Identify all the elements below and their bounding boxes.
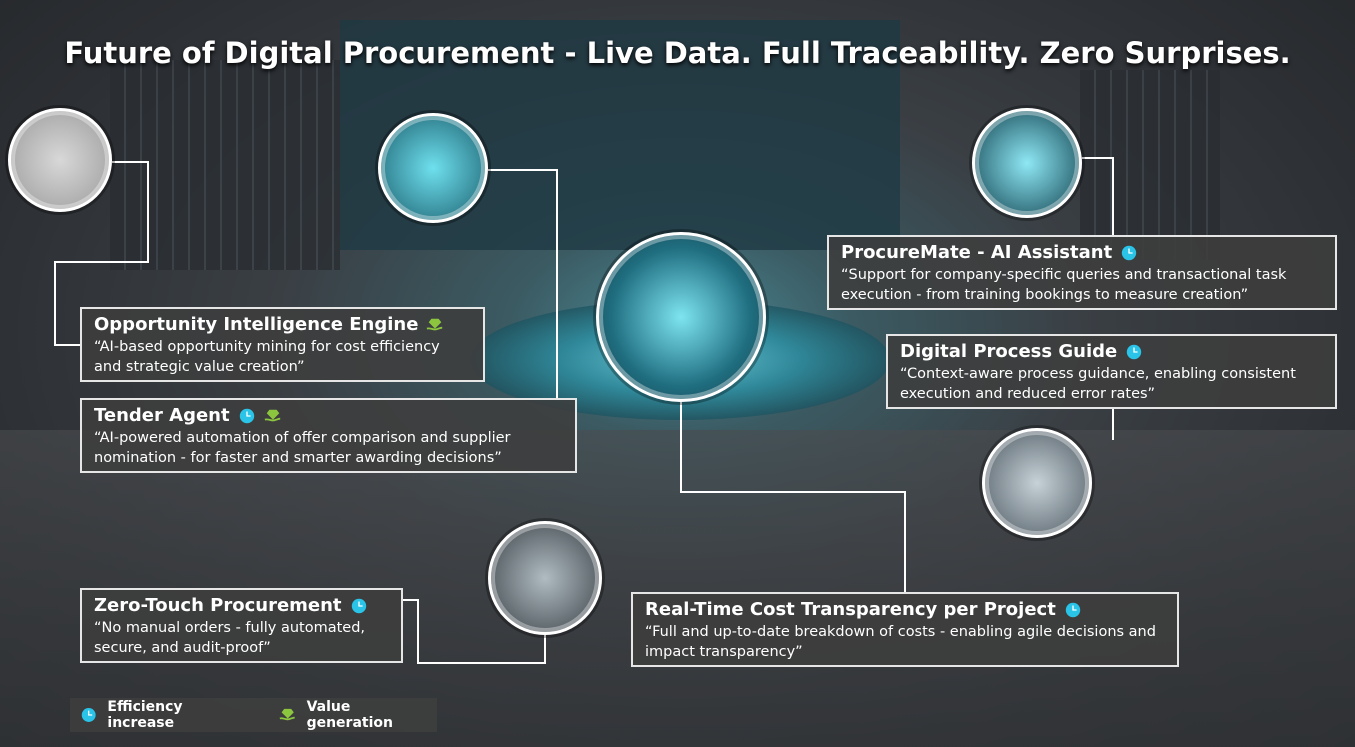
- connector-line: [402, 599, 546, 664]
- page-title: Future of Digital Procurement - Live Dat…: [64, 36, 1291, 70]
- card-procuremate: ProcureMate - AI Assistant “Support for …: [827, 235, 1337, 310]
- card-description: “No manual orders - fully automated, sec…: [94, 620, 366, 656]
- legend-value-label: Value generation: [306, 699, 393, 731]
- efficiency-icon: [239, 408, 254, 424]
- efficiency-icon: [1121, 245, 1137, 261]
- connector-line: [488, 169, 558, 398]
- card-digital-process-guide: Digital Process Guide “Context-aware pro…: [886, 334, 1337, 409]
- legend-efficiency-label: Efficiency increase: [107, 699, 183, 731]
- connector-line: [54, 161, 149, 346]
- card-title: ProcureMate - AI Assistant: [841, 242, 1113, 263]
- card-real-time-cost-transparency: Real-Time Cost Transparency per Project …: [631, 592, 1179, 667]
- machine-hologram-image: [378, 113, 488, 223]
- server-image: [488, 521, 602, 635]
- card-title: Real-Time Cost Transparency per Project: [645, 599, 1056, 620]
- card-title: Opportunity Intelligence Engine: [94, 314, 419, 335]
- card-opportunity-intelligence-engine: Opportunity Intelligence Engine “AI-base…: [80, 307, 485, 382]
- value-icon: [264, 409, 280, 422]
- efficiency-icon: [81, 708, 96, 722]
- card-title: Tender Agent: [94, 405, 230, 426]
- connector-line: [680, 402, 906, 592]
- card-description: “AI-based opportunity mining for cost ef…: [94, 339, 440, 375]
- card-tender-agent: Tender Agent “AI-powered automation of o…: [80, 398, 577, 473]
- card-description: “Support for company-specific queries an…: [841, 267, 1287, 303]
- central-hologram-image: [596, 232, 766, 402]
- card-description: “Context-aware process guidance, enablin…: [900, 366, 1296, 402]
- efficiency-icon: [1127, 344, 1142, 360]
- ai-brain-image: [972, 108, 1082, 218]
- value-icon: [279, 708, 295, 721]
- efficiency-icon: [1065, 602, 1081, 618]
- value-icon: [427, 318, 443, 331]
- card-zero-touch-procurement: Zero-Touch Procurement “No manual orders…: [80, 588, 403, 663]
- robot-arm-image: [8, 108, 112, 212]
- card-title: Zero-Touch Procurement: [94, 595, 342, 616]
- connector-line: [1082, 157, 1114, 235]
- legend: Efficiency increase Value generation: [70, 698, 437, 732]
- background-building: [1080, 70, 1220, 260]
- card-description: “AI-powered automation of offer comparis…: [94, 430, 511, 466]
- workstation-image: [982, 428, 1092, 538]
- efficiency-icon: [351, 598, 366, 614]
- card-description: “Full and up-to-date breakdown of costs …: [645, 624, 1156, 660]
- card-title: Digital Process Guide: [900, 341, 1118, 362]
